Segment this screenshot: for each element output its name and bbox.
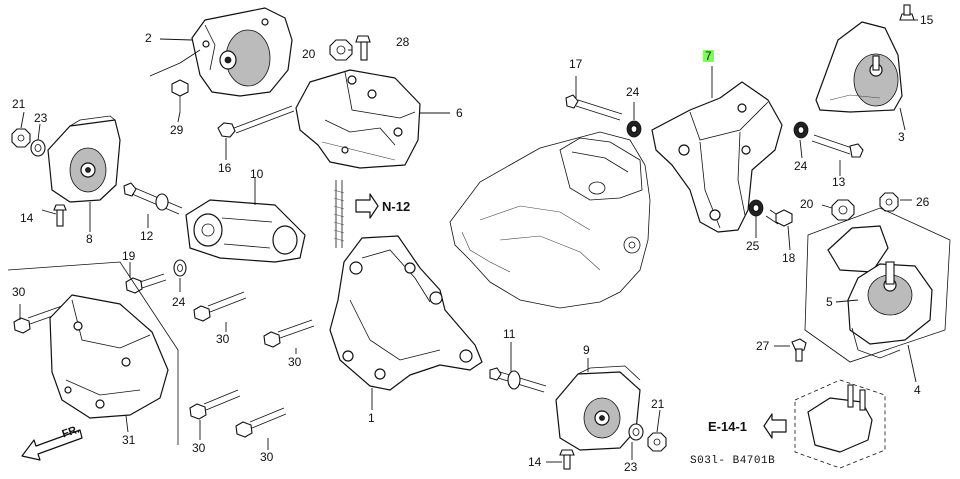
callout-25[interactable]: 25 — [746, 239, 760, 253]
part-2-rear-mount[interactable] — [191, 7, 293, 97]
part-20-nut-right[interactable] — [831, 199, 855, 221]
part-1-center-bracket[interactable] — [329, 235, 483, 391]
callout-6[interactable]: 6 — [456, 106, 463, 120]
callout-30-d[interactable]: 30 — [260, 450, 274, 464]
callout-30-e[interactable]: 30 — [12, 285, 26, 299]
callout-17[interactable]: 17 — [569, 57, 583, 71]
callout-3[interactable]: 3 — [898, 130, 905, 144]
callout-30-b[interactable]: 30 — [288, 355, 302, 369]
callout-14-left[interactable]: 14 — [20, 211, 34, 225]
callout-20-top[interactable]: 20 — [302, 47, 316, 61]
callout-31[interactable]: 31 — [122, 433, 136, 447]
callout-2[interactable]: 2 — [145, 31, 152, 45]
callout-7[interactable]: 7 — [703, 49, 714, 63]
part-14-bolt-left[interactable] — [53, 204, 67, 227]
callout-4[interactable]: 4 — [914, 383, 921, 397]
callout-28[interactable]: 28 — [396, 35, 410, 49]
callout-18[interactable]: 18 — [782, 251, 796, 265]
part-6-bracket[interactable] — [295, 69, 421, 169]
part-21-nut-left[interactable] — [11, 128, 31, 148]
part-9-lower-mount[interactable] — [555, 365, 641, 451]
callout-1[interactable]: 1 — [368, 411, 375, 425]
part-24-washer-left[interactable] — [173, 259, 187, 277]
part-30-bolt-e[interactable] — [13, 305, 65, 334]
callout-5[interactable]: 5 — [826, 295, 833, 309]
e14-sub-assembly — [794, 379, 886, 469]
part-4-assembly-frame — [804, 207, 951, 363]
callout-12[interactable]: 12 — [140, 229, 154, 243]
ref-n12[interactable]: N-12 — [382, 199, 411, 214]
callout-19[interactable]: 19 — [122, 249, 136, 263]
part-23-washer-lower[interactable] — [628, 423, 644, 441]
part-10-torque-rod[interactable] — [185, 199, 306, 263]
callout-24-upper[interactable]: 24 — [626, 85, 640, 99]
callout-30-a[interactable]: 30 — [216, 332, 230, 346]
part-14-bolt-lower[interactable] — [559, 449, 575, 470]
part-30-bolt-c[interactable] — [189, 389, 241, 420]
part-21-nut-lower[interactable] — [647, 432, 667, 452]
callout-9[interactable]: 9 — [583, 343, 590, 357]
callout-30-c[interactable]: 30 — [192, 441, 206, 455]
part-26-nut[interactable] — [879, 192, 899, 212]
callout-16[interactable]: 16 — [218, 161, 232, 175]
diagram-code: S03l- B4701B — [690, 455, 776, 467]
part-24-washer-upper[interactable] — [626, 120, 642, 138]
callout-8[interactable]: 8 — [86, 232, 93, 246]
callout-15[interactable]: 15 — [920, 13, 934, 27]
part-5-right-lower-mount[interactable] — [827, 225, 933, 359]
callout-23-left[interactable]: 23 — [34, 111, 48, 125]
front-arrow — [21, 429, 83, 461]
part-25-washer[interactable] — [748, 199, 764, 217]
callout-23-lower[interactable]: 23 — [624, 460, 638, 474]
part-3-right-mount[interactable] — [815, 21, 903, 113]
part-12-bolt[interactable] — [123, 182, 183, 215]
ref-e14[interactable]: E-14-1 — [708, 419, 748, 434]
callout-24-left[interactable]: 24 — [172, 295, 186, 309]
part-8-left-mount[interactable] — [47, 115, 121, 203]
engine-outline — [449, 131, 651, 309]
callout-26[interactable]: 26 — [916, 195, 930, 209]
callout-24-right[interactable]: 24 — [794, 159, 808, 173]
callout-10[interactable]: 10 — [250, 167, 264, 181]
callout-13[interactable]: 13 — [832, 175, 846, 189]
part-11-bolt[interactable] — [489, 367, 547, 393]
part-13-bolt[interactable] — [811, 134, 864, 158]
callout-29[interactable]: 29 — [170, 123, 184, 137]
part-7-bracket[interactable] — [651, 81, 783, 233]
part-17-bolt[interactable] — [565, 94, 623, 121]
vertical-stud[interactable] — [333, 180, 345, 248]
callout-14-lower[interactable]: 14 — [528, 455, 542, 469]
part-15-bolt[interactable] — [899, 4, 915, 21]
part-24-washer-right[interactable] — [793, 121, 809, 139]
part-30-bolt-d[interactable] — [235, 407, 287, 438]
part-27-bolt[interactable] — [791, 338, 807, 362]
callout-27[interactable]: 27 — [756, 339, 770, 353]
e14-arrow — [763, 413, 787, 439]
part-16-bolt[interactable] — [217, 105, 295, 138]
callout-11[interactable]: 11 — [503, 327, 516, 341]
part-30-bolt-b[interactable] — [263, 319, 315, 348]
part-23-washer-left[interactable] — [30, 139, 46, 157]
part-20-nut-top[interactable] — [329, 39, 353, 61]
callout-20-right[interactable]: 20 — [800, 197, 814, 211]
n12-arrow — [355, 193, 379, 219]
callout-21-lower[interactable]: 21 — [651, 397, 665, 411]
part-30-bolt-a[interactable] — [193, 291, 247, 322]
part-19-bolt[interactable] — [125, 273, 167, 294]
part-29-bolt[interactable] — [171, 79, 189, 112]
part-18-bolt[interactable] — [765, 209, 793, 227]
part-31-lower-bracket[interactable] — [7, 261, 179, 445]
part-28-bolt[interactable] — [355, 35, 371, 61]
callout-21-left[interactable]: 21 — [12, 97, 26, 111]
